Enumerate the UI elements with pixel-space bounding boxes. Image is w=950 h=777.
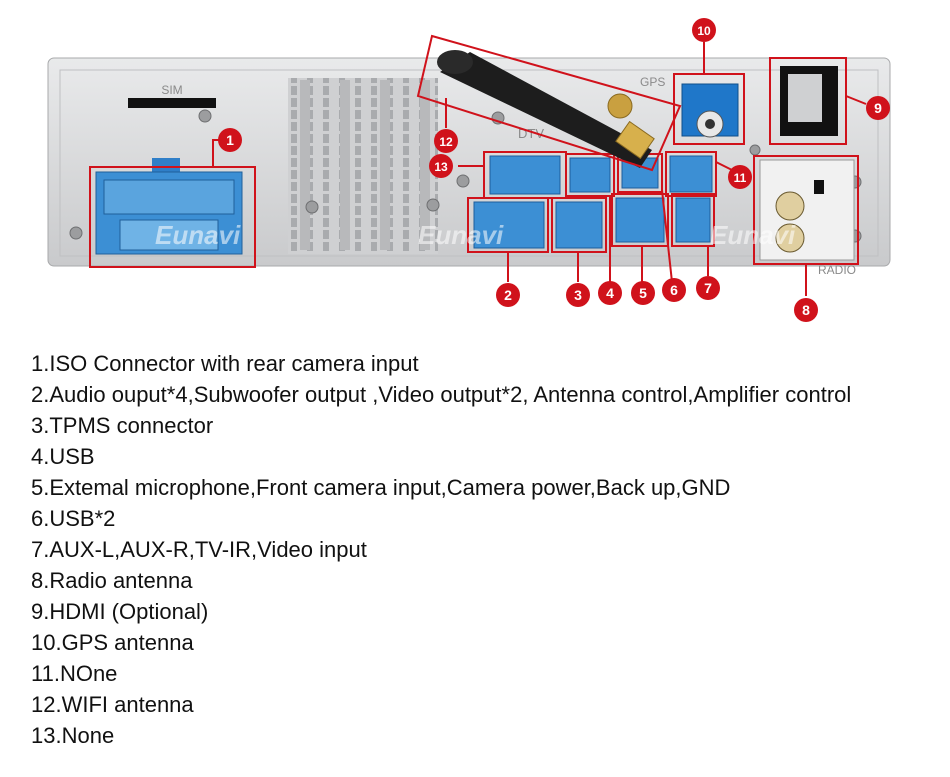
leader-lines <box>212 42 867 296</box>
callout-badge-6 <box>662 278 686 302</box>
callout-box-9 <box>769 57 847 145</box>
callout-number-4: 4 <box>606 285 614 301</box>
callout-box-5 <box>611 193 669 247</box>
callout-badge-12 <box>434 129 458 153</box>
callout-number-8: 8 <box>802 302 810 318</box>
callout-box-1 <box>89 166 256 268</box>
callout-box-7 <box>671 193 715 247</box>
callout-box-10 <box>673 73 745 145</box>
radio-label: RADIO <box>818 263 856 277</box>
legend-item: 2.Audio ouput*4,Subwoofer output ,Video … <box>31 382 852 407</box>
callout-number-9: 9 <box>874 100 882 116</box>
callout-number-6: 6 <box>670 282 678 298</box>
multipin-connector <box>473 155 713 249</box>
wifi-antenna <box>437 50 655 168</box>
sim-slot <box>128 98 216 108</box>
callout-box-11 <box>665 151 717 197</box>
callout-box-12 <box>416 34 682 172</box>
legend-item: 6.USB*2 <box>31 506 116 531</box>
callout-badge-9 <box>866 96 890 120</box>
callout-badge-7 <box>696 276 720 300</box>
callout-number-2: 2 <box>504 287 512 303</box>
legend-item: 8.Radio antenna <box>31 568 193 593</box>
legend-item: 3.TPMS connector <box>31 413 214 438</box>
callout-number-3: 3 <box>574 287 582 303</box>
legend-item: 4.USB <box>31 444 95 469</box>
callout-box-4 <box>565 153 615 197</box>
legend-item: 11.NOne <box>31 661 118 686</box>
callout-badge-11 <box>728 165 752 189</box>
legend-item: 13.None <box>31 723 115 748</box>
hdmi-port <box>780 66 838 136</box>
callout-number-12: 12 <box>439 135 453 149</box>
callout-badge-1 <box>218 128 242 152</box>
legend-item: 10.GPS antenna <box>31 630 194 655</box>
legend-item: 7.AUX-L,AUX-R,TV-IR,Video input <box>31 537 367 562</box>
vent-grille <box>288 78 438 254</box>
callout-badge-10 <box>692 18 716 42</box>
callout-number-13: 13 <box>434 160 448 174</box>
callout-badge-5 <box>631 281 655 305</box>
watermark: Eunavi <box>710 220 796 250</box>
iso-connector <box>95 158 243 255</box>
callout-badge-4 <box>598 281 622 305</box>
callout-number-10: 10 <box>697 24 711 38</box>
sim-label: SIM <box>161 83 182 97</box>
watermark: Eunavi <box>155 220 241 250</box>
legend-item: 9.HDMI (Optional) <box>31 599 209 624</box>
watermark: Eunavi <box>418 220 504 250</box>
callout-badge-3 <box>566 283 590 307</box>
gps-label: GPS <box>640 75 665 89</box>
legend-item: 5.Extemal microphone,Front camera input,… <box>31 475 731 500</box>
callout-number-11: 11 <box>734 171 747 185</box>
callout-badge-2 <box>496 283 520 307</box>
radio-antenna-port <box>759 159 855 261</box>
callout-number-1: 1 <box>226 132 234 148</box>
legend-item: 1.ISO Connector with rear camera input <box>31 351 419 376</box>
callout-number-7: 7 <box>704 280 712 296</box>
legend-item: 12.WIFI antenna <box>31 692 194 717</box>
legend-list: 1.ISO Connector with rear camera input 2.… <box>31 348 851 751</box>
callout-badge-8 <box>794 298 818 322</box>
callout-badge-13 <box>429 154 453 178</box>
gps-connector <box>681 83 739 138</box>
connector-diagram: SIM DTV <box>47 18 891 322</box>
callout-number-5: 5 <box>639 285 647 301</box>
